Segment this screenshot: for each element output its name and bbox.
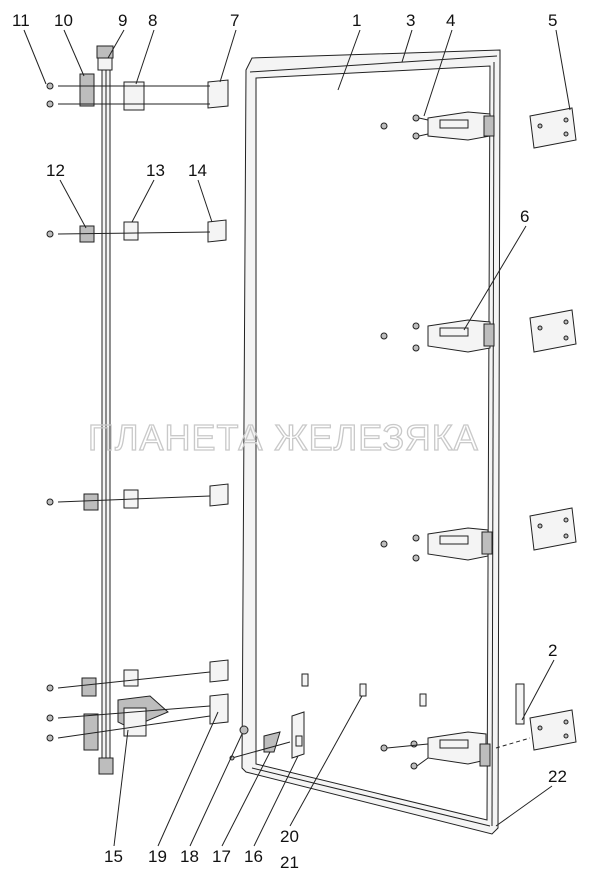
- callout-21: 21: [280, 853, 299, 872]
- callout-16: 16: [244, 847, 263, 866]
- callout-13: 13: [146, 161, 165, 180]
- callouts: 11 10 9 8 7 1 3 4 5 12 13 14 6 2 22 15 1…: [12, 11, 567, 872]
- door-frame: [241, 49, 501, 835]
- watermark: ПЛАНЕТА ЖЕЛЕЗЯКА: [88, 417, 479, 458]
- callout-4: 4: [446, 11, 455, 30]
- callout-10: 10: [54, 11, 73, 30]
- left-rod-assembly: [46, 45, 229, 775]
- callout-17: 17: [212, 847, 231, 866]
- door-screws: [380, 114, 429, 770]
- callout-19: 19: [148, 847, 167, 866]
- callout-9: 9: [118, 11, 127, 30]
- callout-2: 2: [548, 641, 557, 660]
- hinge-1: [427, 111, 495, 141]
- callout-6: 6: [520, 207, 529, 226]
- leader-lines: [23, 29, 571, 847]
- hinge-4: [427, 731, 491, 767]
- door-hinges: [427, 111, 495, 767]
- cover-plates: [529, 107, 577, 751]
- callout-22: 22: [548, 767, 567, 786]
- hinge-2: [427, 319, 495, 353]
- door-clips: [301, 673, 427, 707]
- callout-18: 18: [180, 847, 199, 866]
- callout-20: 20: [280, 827, 299, 846]
- callout-14: 14: [188, 161, 207, 180]
- callout-12: 12: [46, 161, 65, 180]
- hinge-3: [427, 527, 493, 561]
- bracket-2: [515, 683, 525, 725]
- callout-1: 1: [352, 11, 361, 30]
- callout-15: 15: [104, 847, 123, 866]
- callout-5: 5: [548, 11, 557, 30]
- callout-7: 7: [230, 11, 239, 30]
- callout-8: 8: [148, 11, 157, 30]
- callout-3: 3: [406, 11, 415, 30]
- callout-11: 11: [12, 11, 30, 30]
- lock-bracket-group: [229, 711, 305, 761]
